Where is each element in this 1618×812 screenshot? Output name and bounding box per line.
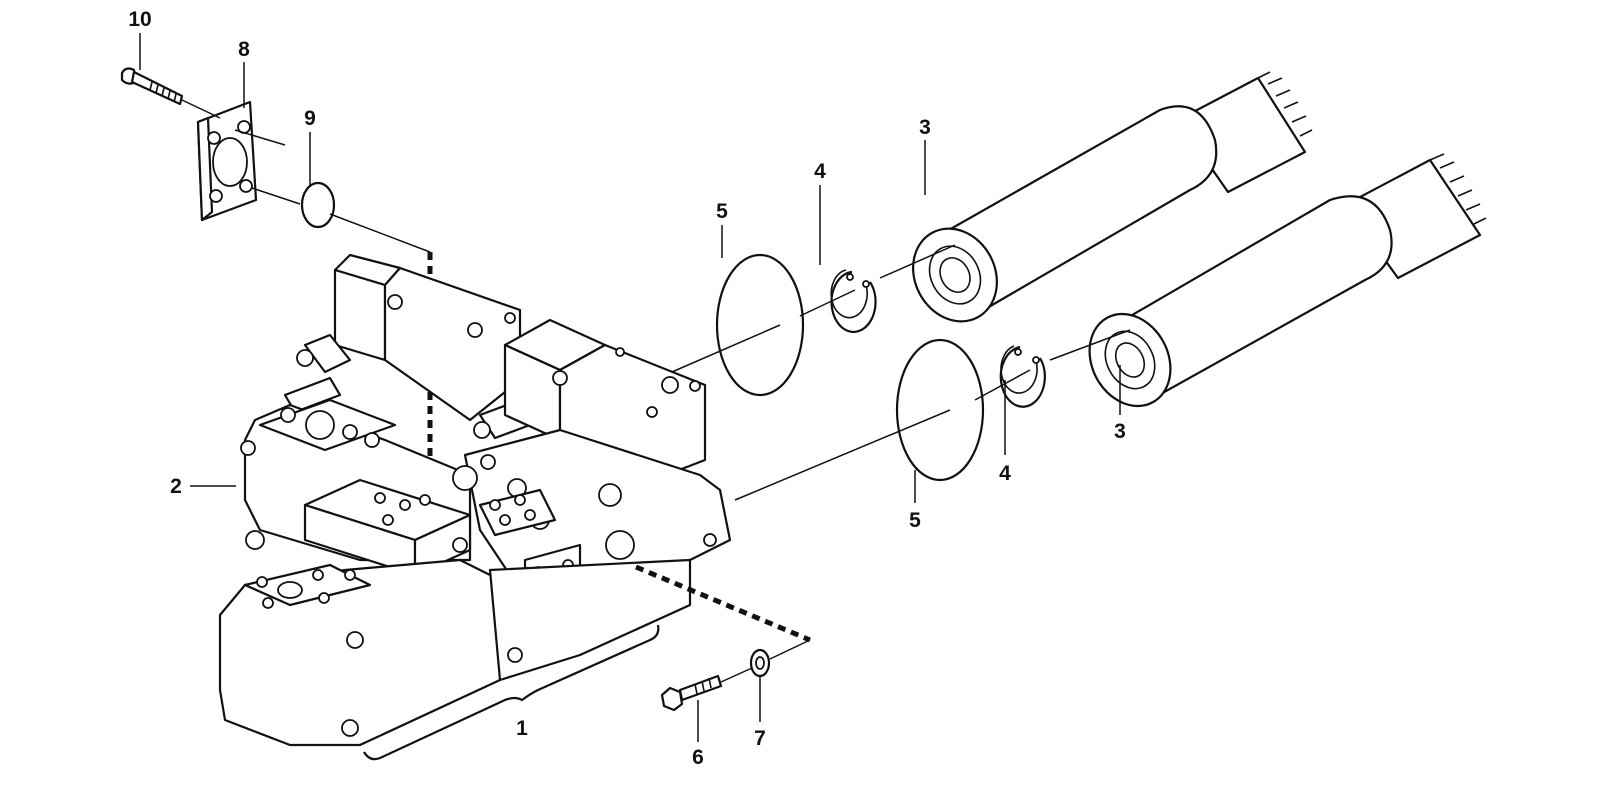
callout-9: 9	[304, 107, 316, 130]
o-ring-lower	[895, 338, 985, 482]
bolt-axis	[720, 639, 811, 683]
valve-block-assembly	[218, 253, 732, 747]
callout-7: 7	[754, 727, 766, 750]
callout-labels: 10 8 9 3 4 5 3 4 5 2 1 6 7	[128, 8, 1126, 769]
callout-3-upper: 3	[919, 116, 931, 139]
circlip-lower	[999, 345, 1046, 408]
callout-6: 6	[692, 746, 704, 769]
callout-1: 1	[516, 717, 528, 740]
o-ring-upper	[715, 253, 805, 397]
drive-shaft-lower	[1088, 153, 1487, 408]
circlip-upper	[830, 269, 877, 333]
shaft-axis-upper	[664, 244, 956, 376]
callout-5-lower: 5	[909, 509, 921, 532]
bracket-assembly-1	[363, 624, 660, 761]
dashed-path-bolt	[635, 564, 811, 643]
callout-3-lower: 3	[1114, 420, 1126, 443]
screw-axis	[181, 99, 431, 253]
flange-plate	[196, 100, 258, 222]
callout-5-upper: 5	[716, 200, 728, 223]
screw-flange	[120, 67, 184, 106]
o-ring-flange	[300, 181, 336, 229]
callout-2: 2	[170, 475, 182, 498]
drive-shaft-upper	[912, 71, 1313, 323]
shaft-axis-lower	[734, 329, 1131, 501]
leader-lines	[139, 33, 1121, 742]
callout-4-lower: 4	[999, 462, 1011, 485]
callout-4-upper: 4	[814, 160, 826, 183]
bolt-valve	[660, 674, 723, 712]
callout-10: 10	[128, 8, 151, 31]
callout-8: 8	[238, 38, 250, 61]
washer-valve	[749, 648, 771, 678]
